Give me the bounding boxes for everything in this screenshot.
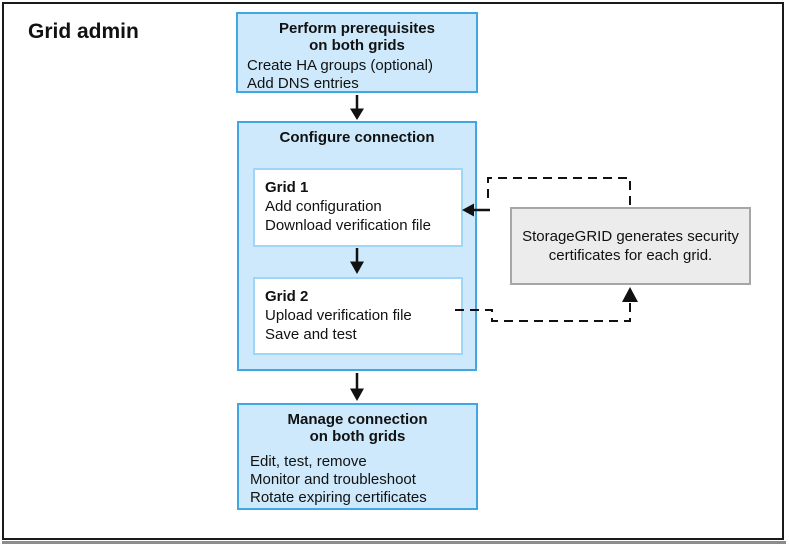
manage-connection-heading: Manage connection on both grids	[287, 411, 428, 445]
grid2-heading: Grid 2	[265, 288, 309, 305]
prerequisites-box: Perform prerequisites on both grids Crea…	[236, 12, 478, 93]
manage-item: Monitor and troubleshoot	[250, 471, 416, 488]
prerequisites-heading: Perform prerequisites on both grids	[279, 20, 435, 54]
configure-connection-box: Configure connection Grid 1 Add configur…	[237, 121, 477, 371]
configure-connection-heading: Configure connection	[279, 129, 435, 146]
frame-shadow	[2, 541, 786, 544]
grid1-heading: Grid 1	[265, 179, 309, 196]
page-title: Grid admin	[28, 20, 139, 43]
prerequisites-items: Create HA groups (optional) Add DNS entr…	[238, 54, 476, 93]
manage-connection-items: Edit, test, remove Monitor and troublesh…	[239, 445, 476, 507]
grid2-item: Save and test	[265, 326, 357, 343]
manage-item: Edit, test, remove	[250, 453, 367, 470]
manage-connection-box: Manage connection on both grids Edit, te…	[237, 403, 478, 510]
grid1-item: Download verification file	[265, 217, 431, 234]
grid1-item: Add configuration	[265, 198, 382, 215]
grid2-item: Upload verification file	[265, 307, 412, 324]
grid2-box: Grid 2 Upload verification file Save and…	[253, 277, 463, 355]
certificates-note-text: StorageGRID generates security certifica…	[522, 228, 739, 264]
certificates-note-box: StorageGRID generates security certifica…	[510, 207, 751, 285]
prerequisites-item: Create HA groups (optional)	[247, 57, 433, 74]
prerequisites-item: Add DNS entries	[247, 75, 359, 92]
manage-item: Rotate expiring certificates	[250, 489, 427, 506]
grid1-box: Grid 1 Add configuration Download verifi…	[253, 168, 463, 247]
